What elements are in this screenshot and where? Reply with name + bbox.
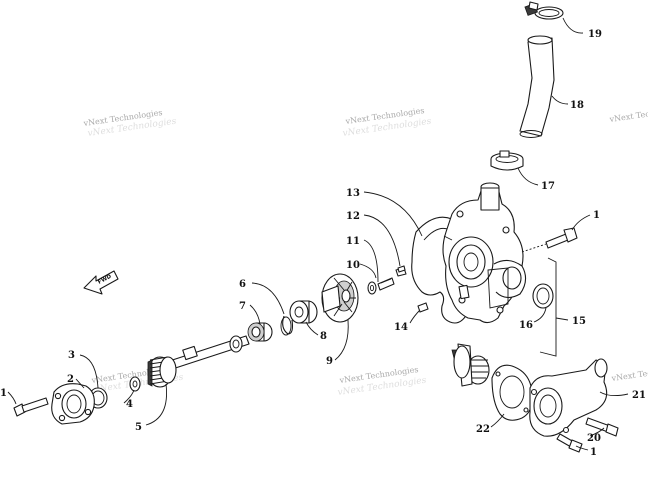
callout-2: 2 <box>67 374 74 385</box>
callout-3: 3 <box>68 350 75 361</box>
snap-ring <box>280 315 294 336</box>
cover-bolt-left <box>13 397 49 417</box>
callout-12: 12 <box>346 211 360 222</box>
mechanical-seal <box>289 300 318 324</box>
callout-11: 11 <box>346 236 360 247</box>
callout-4: 4 <box>126 399 133 410</box>
impeller <box>321 273 359 323</box>
housing-bolt-lower <box>556 433 583 453</box>
washer <box>367 281 377 295</box>
callout-20: 20 <box>587 433 601 444</box>
thrust-washer <box>129 376 141 392</box>
callout-15: 15 <box>572 316 586 327</box>
callout-9: 9 <box>326 356 333 367</box>
shaft-bolt <box>395 265 407 277</box>
callout-6: 6 <box>239 279 246 290</box>
callout-5: 5 <box>135 422 142 433</box>
callout-22: 22 <box>476 424 490 435</box>
watermark-3: vNext Technologies <box>608 104 648 124</box>
impeller-bolt <box>377 277 395 291</box>
callout-16: 16 <box>519 320 533 331</box>
watermark-6: vNext Technologies <box>610 363 648 383</box>
coolant-hose <box>519 35 555 138</box>
forward-arrow-icon: FWD <box>83 270 119 295</box>
outlet-o-ring <box>532 283 554 309</box>
bearing <box>247 322 273 342</box>
callout-13: 13 <box>346 188 360 199</box>
callout-1-lower: 1 <box>590 447 597 458</box>
shaft-cover <box>51 383 95 425</box>
callout-7: 7 <box>239 301 246 312</box>
callout-17: 17 <box>541 181 555 192</box>
hose-clamp-lower <box>490 150 524 171</box>
callout-8: 8 <box>320 331 327 342</box>
callout-18: 18 <box>570 100 584 111</box>
callout-21: 21 <box>632 390 646 401</box>
callout-14: 14 <box>394 322 408 333</box>
callout-19: 19 <box>588 29 602 40</box>
watermark-group: vNext Technologies vNext Technologies vN… <box>82 104 648 398</box>
housing-bolt-upper <box>521 227 578 253</box>
thermostat-housing <box>529 358 608 437</box>
thermostat-gasket <box>491 364 533 421</box>
dowel-pin <box>417 302 429 313</box>
pump-shaft-gear <box>147 335 250 388</box>
callout-labels: 19 18 17 1 13 12 11 10 14 16 15 6 7 8 9 … <box>0 29 646 458</box>
leader-lines <box>7 17 629 451</box>
callout-1-upper: 1 <box>593 210 600 221</box>
thermostat <box>451 343 490 387</box>
hose-clamp-top <box>524 1 564 20</box>
callout-1-left: 1 <box>0 388 7 399</box>
water-pump-housing <box>442 182 527 324</box>
callout-10: 10 <box>346 260 360 271</box>
